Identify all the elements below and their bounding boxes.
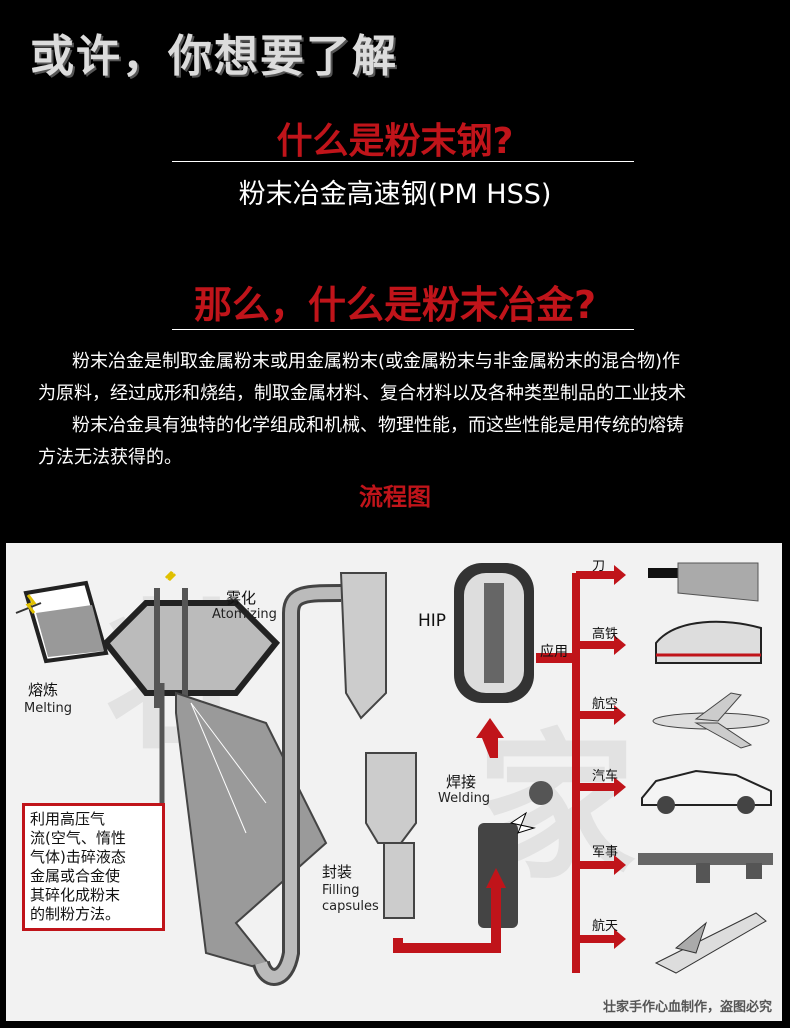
airplane-icon: [652, 692, 770, 749]
question-powder-metallurgy: 那么，什么是粉末冶金?: [193, 283, 597, 327]
label-filling-en-2: capsules: [322, 899, 379, 914]
process-diagram-graphic: 壮 家: [15, 562, 773, 986]
divider-1: [172, 161, 634, 162]
label-application: 应用: [540, 644, 568, 660]
hip-vessel-icon: [454, 563, 534, 703]
label-melting-en: Melting: [24, 701, 73, 716]
spark-icon-2: [164, 570, 177, 582]
knife-icon: [648, 562, 759, 602]
question-powder-steel: 什么是粉末钢?: [276, 121, 514, 162]
note-line: 金属或合金使: [30, 867, 121, 885]
application-aviation: 航空: [592, 697, 619, 712]
cyclone-icon: [339, 572, 417, 919]
car-icon: [641, 769, 772, 814]
rifle-icon: [638, 853, 773, 883]
arrow-up-hip: [476, 718, 504, 758]
label-filling-cn: 封装: [322, 863, 353, 881]
atomizing-note: 利用高压气 流(空气、惰性 气体)击碎液态 金属或合金使 其碎化成粉末 的制粉方…: [22, 803, 165, 931]
flow-chart-title: 流程图: [359, 483, 431, 511]
note-line: 其碎化成粉末: [30, 886, 121, 904]
label-welding-cn: 焊接: [446, 773, 477, 791]
process-diagram: 壮 家: [6, 543, 782, 1021]
application-knife: 刀: [592, 559, 606, 574]
application-aerospace: 航天: [592, 919, 619, 934]
note-line: 的制粉方法。: [30, 905, 121, 923]
spark-icon: [25, 594, 37, 614]
label-hip: HIP: [418, 611, 447, 631]
label-welding-en: Welding: [438, 791, 491, 806]
paragraph-2-line-1: 粉末冶金具有独特的化学组成和机械、物理性能，而这些性能是用传统的熔铸: [72, 415, 684, 436]
label-atomizing-en: Atomizing: [212, 607, 277, 622]
label-filling-en-1: Filling: [322, 883, 360, 898]
paragraph-2-line-2: 方法无法获得的。: [38, 447, 182, 468]
label-melting-cn: 熔炼: [28, 681, 59, 699]
application-high-speed-rail: 高铁: [592, 627, 619, 642]
note-line: 流(空气、惰性: [30, 829, 126, 847]
note-line: 利用高压气: [30, 810, 106, 828]
melting-crucible-icon: [15, 580, 109, 664]
application-trunk: [572, 573, 580, 973]
note-line: 气体)击碎液态: [30, 848, 126, 866]
application-branches: [576, 565, 626, 949]
train-icon: [655, 620, 762, 664]
label-atomizing-cn: 雾化: [226, 589, 257, 607]
application-military: 军事: [592, 845, 619, 860]
header-title: 或许，你想要了解: [30, 31, 398, 82]
arrow-to-application: [536, 653, 572, 663]
paragraph-1-line-1: 粉末冶金是制取金属粉末或用金属粉末(或金属粉末与非金属粉末的混合物)作: [72, 351, 681, 372]
paragraph-1-line-2: 为原料，经过成形和烧结，制取金属材料、复合材料以及各种类型制品的工业技术: [38, 383, 686, 404]
answer-pm-hss: 粉末冶金高速钢(PM HSS): [238, 179, 552, 210]
application-automobile: 汽车: [592, 769, 619, 784]
arrow-to-welding: [393, 883, 501, 953]
space-shuttle-icon: [654, 912, 767, 974]
divider-2: [172, 329, 634, 330]
footer-copyright: 壮家手作心血制作，盗图必究: [602, 1000, 772, 1015]
